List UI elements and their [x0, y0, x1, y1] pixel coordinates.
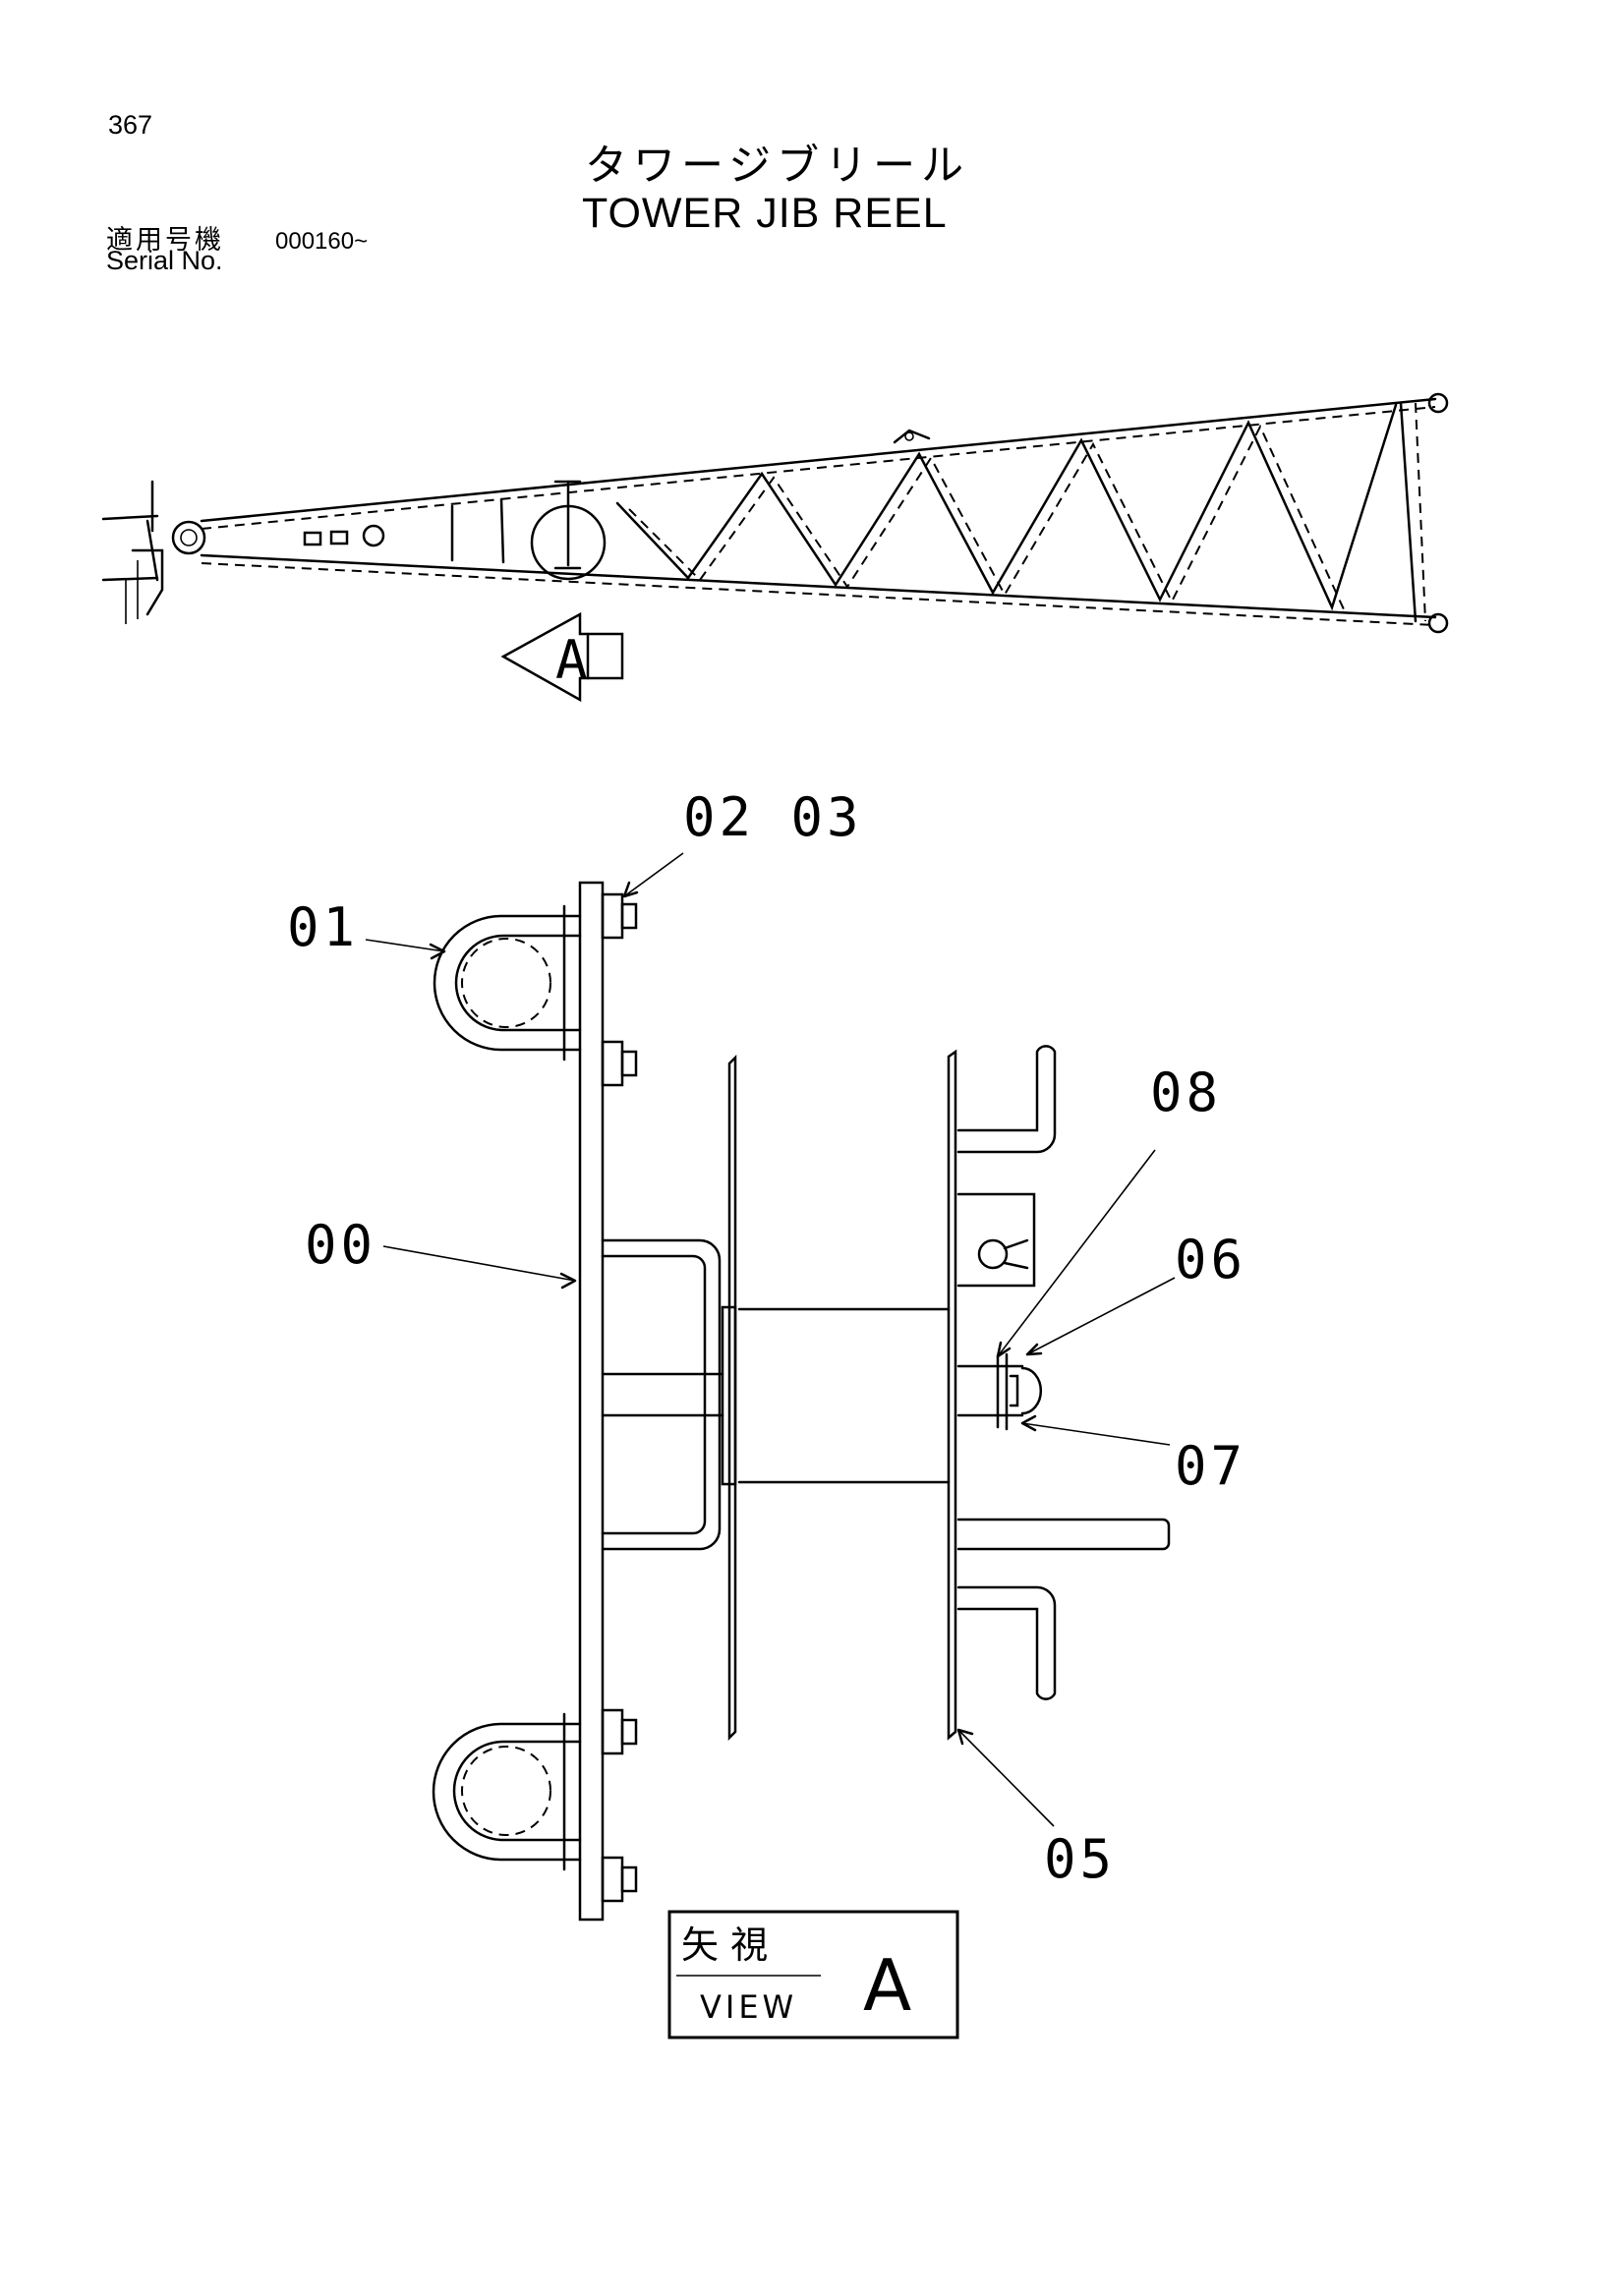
serial-label-japanese: 適用号機 — [106, 225, 224, 256]
arrow-label: A — [555, 629, 588, 691]
view-direction-arrow: A — [500, 611, 624, 703]
callout-leaders — [365, 852, 1176, 1827]
view-label-english: VIEW — [700, 1988, 797, 2026]
view-a-label-box: 矢 視 VIEW A — [667, 1910, 959, 2039]
callout-06: 06 — [1175, 1229, 1246, 1291]
reel-assembly — [432, 881, 1171, 1922]
title-english: TOWER JIB REEL — [582, 190, 948, 237]
view-label-japanese: 矢 視 — [681, 1923, 768, 1967]
tower-jib-overview — [101, 392, 1449, 634]
callout-07: 07 — [1175, 1435, 1246, 1497]
callout-00: 00 — [305, 1214, 376, 1276]
callout-08: 08 — [1150, 1062, 1222, 1123]
serial-label-english: Serial No. — [106, 246, 223, 275]
serial-number-value: 000160~ — [275, 228, 369, 255]
callout-02-03: 02 03 — [683, 786, 863, 848]
page-number: 367 — [108, 110, 153, 140]
title-japanese: タワージブリール — [585, 142, 970, 191]
view-letter: A — [863, 1944, 911, 2027]
callout-05: 05 — [1044, 1828, 1116, 1890]
callout-01: 01 — [287, 896, 359, 958]
